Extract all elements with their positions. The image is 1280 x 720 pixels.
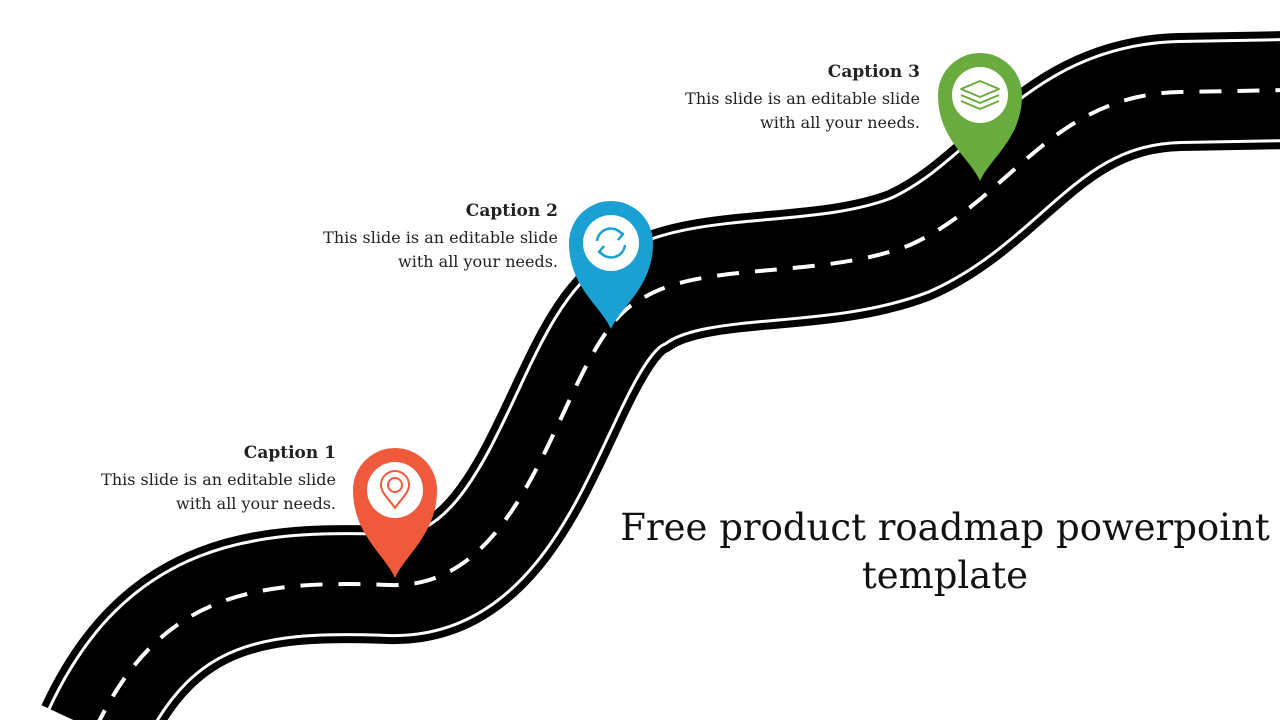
caption-block-2: Caption 2 This slide is an editable slid… (282, 200, 558, 274)
caption-text-line: This slide is an editable slide (323, 228, 558, 247)
milestone-pin-2 (569, 201, 653, 329)
caption-title: Caption 2 (465, 201, 558, 221)
milestone-pin-3 (938, 53, 1022, 181)
slide-title: Free product roadmap powerpoint template (620, 506, 1270, 597)
caption-text-line: with all your needs. (176, 494, 336, 513)
layers-icon (960, 80, 1000, 110)
road (41, 31, 1280, 720)
milestone-pin-1 (353, 448, 437, 578)
caption-block-1: Caption 1 This slide is an editable slid… (60, 442, 336, 516)
caption-text-line: with all your needs. (398, 252, 558, 271)
caption-text: This slide is an editable slide with all… (282, 226, 558, 274)
caption-title: Caption 1 (243, 443, 336, 463)
caption-text: This slide is an editable slide with all… (644, 87, 920, 135)
caption-text-line: This slide is an editable slide (685, 89, 920, 108)
caption-text-line: with all your needs. (760, 113, 920, 132)
refresh-icon (595, 227, 627, 259)
caption-text-line: This slide is an editable slide (101, 470, 336, 489)
caption-title: Caption 3 (827, 62, 920, 82)
location-pin-icon (379, 470, 411, 510)
road-center-line (97, 88, 1280, 720)
caption-block-3: Caption 3 This slide is an editable slid… (644, 61, 920, 135)
caption-text: This slide is an editable slide with all… (60, 468, 336, 516)
